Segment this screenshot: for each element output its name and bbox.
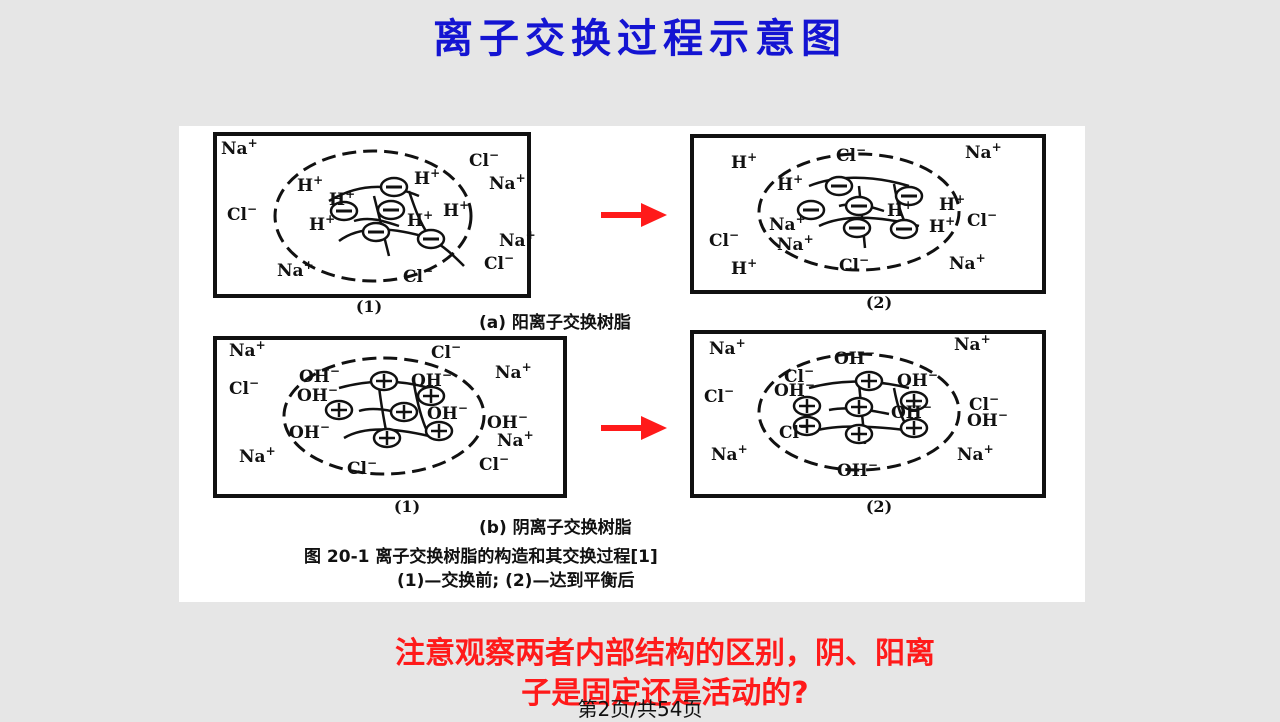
svg-text:Cl−: Cl− [229, 376, 259, 399]
svg-text:OH−: OH− [897, 368, 938, 391]
svg-text:Na+: Na+ [239, 444, 276, 467]
panel-a2: H+ Cl− Na+ H+ H+ H+ Cl− Na+ H+ Cl− Na+ H… [690, 134, 1046, 294]
figure-caption: 图 20-1 离子交换树脂的构造和其交换过程[1] [304, 546, 658, 567]
svg-text:OH−: OH− [427, 401, 468, 424]
svg-text:OH−: OH− [487, 410, 528, 433]
svg-text:Cl−: Cl− [227, 202, 257, 225]
svg-text:Cl−: Cl− [779, 420, 809, 443]
svg-text:OH−: OH− [891, 400, 932, 423]
svg-text:OH−: OH− [411, 368, 452, 391]
page-indicator: 第2页/共54页 [577, 697, 703, 721]
sub-label-b1: (1) [394, 497, 420, 516]
svg-text:Na+: Na+ [495, 360, 532, 383]
panel-a1: Na+ Cl− H+ H+ Na+ H+ H+ Cl− H+ H+ Na+ Cl… [213, 132, 536, 298]
svg-text:H+: H+ [407, 208, 433, 231]
svg-text:Cl−: Cl− [479, 452, 509, 475]
svg-text:H+: H+ [414, 166, 440, 189]
slide-title: 离子交换过程示意图 [433, 15, 847, 62]
svg-text:Cl−: Cl− [431, 340, 461, 363]
svg-text:Cl−: Cl− [839, 253, 869, 276]
svg-text:Na+: Na+ [957, 442, 994, 465]
sub-label-b2: (2) [866, 497, 892, 516]
svg-text:OH−: OH− [297, 383, 338, 406]
svg-text:Na+: Na+ [954, 332, 991, 355]
arrow-a [601, 203, 667, 227]
panel-b2: Na+ Na+ OH− Cl− OH− OH− Cl− Cl− OH− OH− … [690, 330, 1046, 498]
svg-text:OH−: OH− [967, 408, 1008, 431]
panel-a-caption: (a) 阳离子交换树脂 [479, 312, 631, 333]
svg-text:H+: H+ [309, 212, 335, 235]
svg-text:Cl−: Cl− [469, 148, 499, 171]
svg-text:Na+: Na+ [229, 338, 266, 361]
svg-text:H+: H+ [443, 198, 469, 221]
panel-b1: Na+ Cl− Na+ OH− OH− Cl− OH− OH− OH− OH− … [213, 336, 567, 498]
svg-text:Na+: Na+ [709, 336, 746, 359]
svg-text:Na+: Na+ [949, 251, 986, 274]
svg-text:OH−: OH− [774, 378, 815, 401]
svg-text:H+: H+ [939, 192, 965, 215]
sub-label-a1: (1) [356, 297, 382, 316]
svg-text:H+: H+ [297, 173, 323, 196]
svg-text:Na+: Na+ [489, 171, 526, 194]
note-line-2: 子是固定还是活动的? [521, 676, 809, 711]
svg-text:OH−: OH− [837, 458, 878, 481]
svg-text:Na+: Na+ [221, 136, 258, 159]
panel-b-caption: (b) 阴离子交换树脂 [479, 517, 632, 538]
svg-text:H+: H+ [887, 198, 913, 221]
figure-drawing: Na+ Cl− H+ H+ Na+ H+ H+ Cl− H+ H+ Na+ Cl… [213, 132, 1046, 591]
svg-text:Cl−: Cl− [484, 251, 514, 274]
svg-text:OH−: OH− [299, 364, 340, 387]
svg-text:H+: H+ [731, 150, 757, 173]
svg-text:Cl−: Cl− [347, 456, 377, 479]
svg-text:Na+: Na+ [497, 428, 534, 451]
figure-subcaption: (1)—交换前; (2)—达到平衡后 [397, 570, 634, 591]
svg-text:OH−: OH− [289, 420, 330, 443]
svg-text:Na+: Na+ [777, 232, 814, 255]
svg-text:H+: H+ [777, 172, 803, 195]
svg-text:Cl−: Cl− [709, 228, 739, 251]
sub-label-a2: (2) [866, 293, 892, 312]
svg-text:Na+: Na+ [769, 212, 806, 235]
svg-text:Na+: Na+ [277, 258, 314, 281]
svg-text:Cl−: Cl− [967, 208, 997, 231]
note-line-1: 注意观察两者内部结构的区别，阴、阳离 [395, 636, 935, 671]
svg-text:Na+: Na+ [965, 140, 1002, 163]
svg-text:Cl−: Cl− [403, 264, 433, 287]
svg-text:Na+: Na+ [711, 442, 748, 465]
arrow-b [601, 416, 667, 440]
svg-text:OH−: OH− [834, 346, 875, 369]
svg-text:H+: H+ [731, 256, 757, 279]
svg-text:Cl−: Cl− [836, 143, 866, 166]
ion-exchange-figure: Na+ Cl− H+ H+ Na+ H+ H+ Cl− H+ H+ Na+ Cl… [179, 126, 1085, 602]
svg-text:Cl−: Cl− [704, 384, 734, 407]
